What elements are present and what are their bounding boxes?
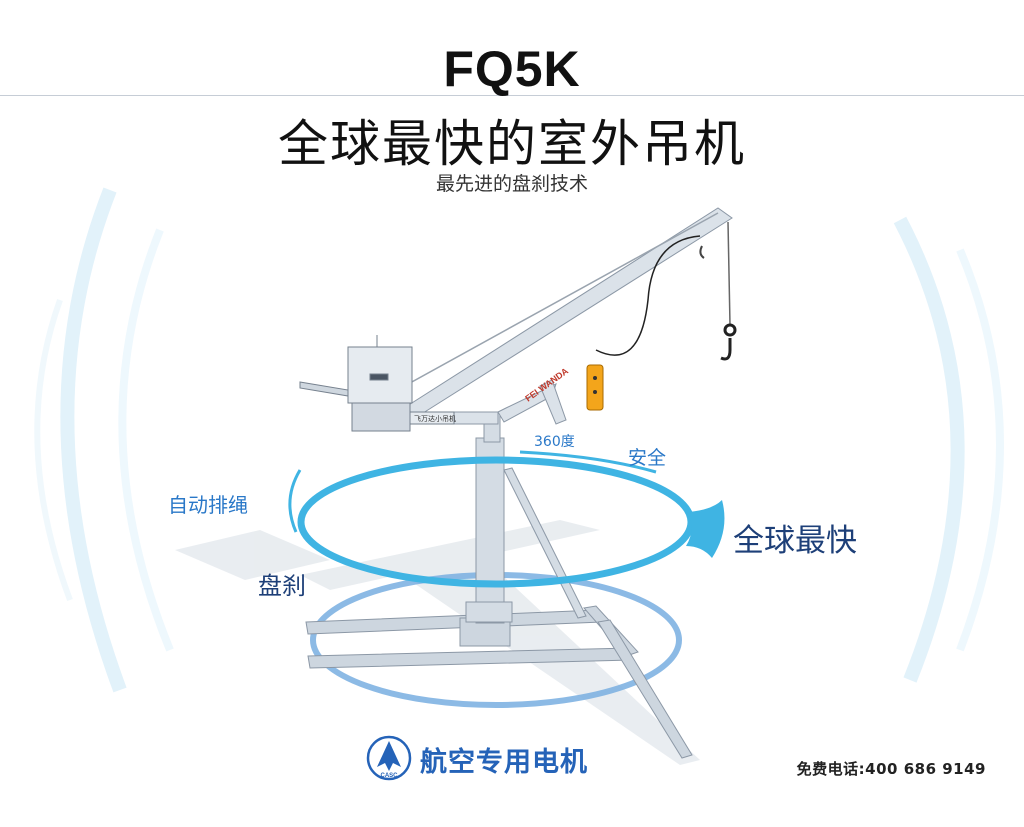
winch-motor bbox=[299, 335, 455, 432]
control-cable bbox=[595, 235, 701, 356]
headline: 全球最快的室外吊机 bbox=[278, 115, 746, 173]
disc-brake-label: 盘刹 bbox=[258, 572, 306, 600]
rotation-label: 360度 bbox=[534, 434, 575, 450]
left-arc bbox=[288, 469, 302, 533]
hotline: 免费电话:400 686 9149 bbox=[796, 760, 986, 778]
subheadline: 最先进的盘刹技术 bbox=[435, 173, 588, 195]
direction-marker-icon bbox=[686, 500, 725, 558]
brand-slogan: 航空专用电机 bbox=[420, 747, 588, 778]
auto-rope-label: 自动排绳 bbox=[168, 493, 248, 517]
hook-icon bbox=[720, 323, 737, 361]
hook-rope bbox=[727, 221, 731, 326]
boom-cable bbox=[409, 212, 719, 384]
fastest-label: 全球最快 bbox=[733, 523, 857, 559]
model-title: FQ5K bbox=[443, 41, 581, 97]
nameplate: 飞万达小吊机 bbox=[414, 414, 456, 423]
base-frame bbox=[305, 605, 693, 759]
safety-label: 安全 bbox=[628, 447, 667, 469]
upper-ring bbox=[297, 456, 695, 588]
header-divider bbox=[0, 95, 1024, 96]
small-hook-icon bbox=[699, 245, 705, 259]
control-pendant bbox=[586, 364, 604, 411]
svg-text:CASC: CASC bbox=[380, 773, 398, 779]
rotation-arc bbox=[519, 450, 657, 474]
casc-logo-icon: CASC bbox=[366, 735, 412, 781]
